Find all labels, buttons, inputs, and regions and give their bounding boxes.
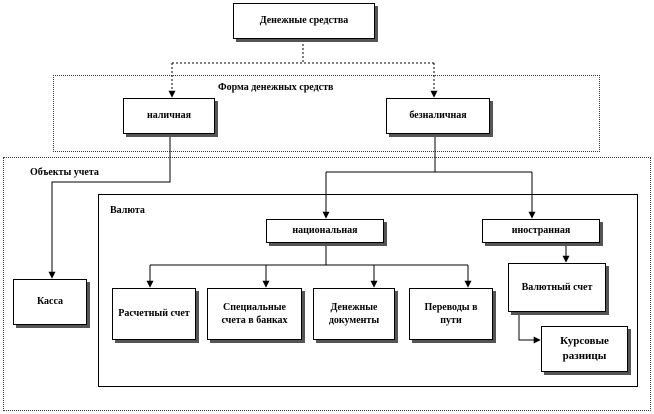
cash-node: наличная (123, 98, 215, 134)
currency-group-frame (98, 194, 638, 387)
currency-account-node: Валютный счет (508, 263, 606, 312)
exchange-differences-node: Курсовые разницы (541, 326, 628, 372)
kassa-node: Касса (13, 279, 87, 325)
currency-group-label: Валюта (110, 205, 145, 216)
foreign-node: иностранная (482, 219, 600, 243)
special-accounts-node: Специальные счета в банках (207, 288, 302, 340)
national-node: национальная (266, 219, 384, 243)
objects-group-label: Объекты учета (30, 167, 99, 178)
noncash-node: безналичная (386, 98, 490, 134)
transfers-in-transit-node: Переводы в пути (409, 288, 493, 340)
forms-group-frame (53, 75, 600, 152)
money-documents-node: Денежные документы (313, 288, 395, 340)
forms-group-label: Форма денежных средств (218, 82, 334, 93)
settlement-account-node: Расчетный счет (112, 288, 196, 340)
root-node: Денежные средства (233, 3, 375, 39)
objects-group-frame (3, 157, 651, 411)
